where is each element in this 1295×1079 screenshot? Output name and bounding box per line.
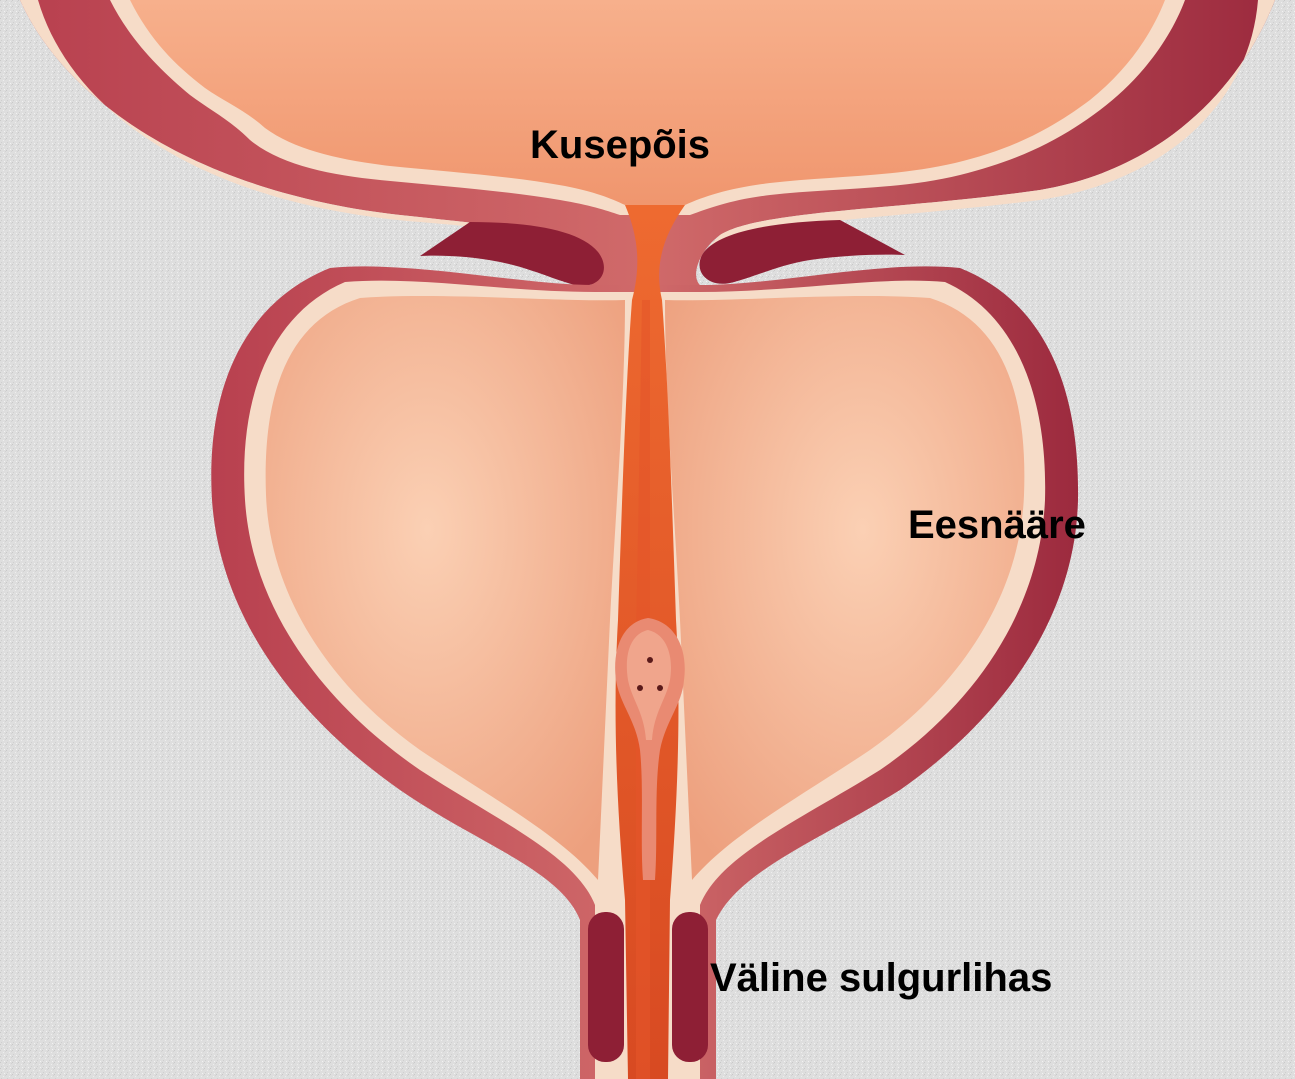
external-sphincter-label: Väline sulgurlihas <box>710 958 1052 998</box>
ejaculatory-duct-opening <box>657 685 663 691</box>
prostatic-utricle-opening <box>647 657 653 663</box>
bladder-label: Kusepõis <box>530 125 710 165</box>
external-sphincter-right <box>672 912 708 1062</box>
external-sphincter-left <box>588 912 624 1062</box>
ejaculatory-duct-opening <box>637 685 643 691</box>
prostate-label: Eesnääre <box>908 505 1086 545</box>
